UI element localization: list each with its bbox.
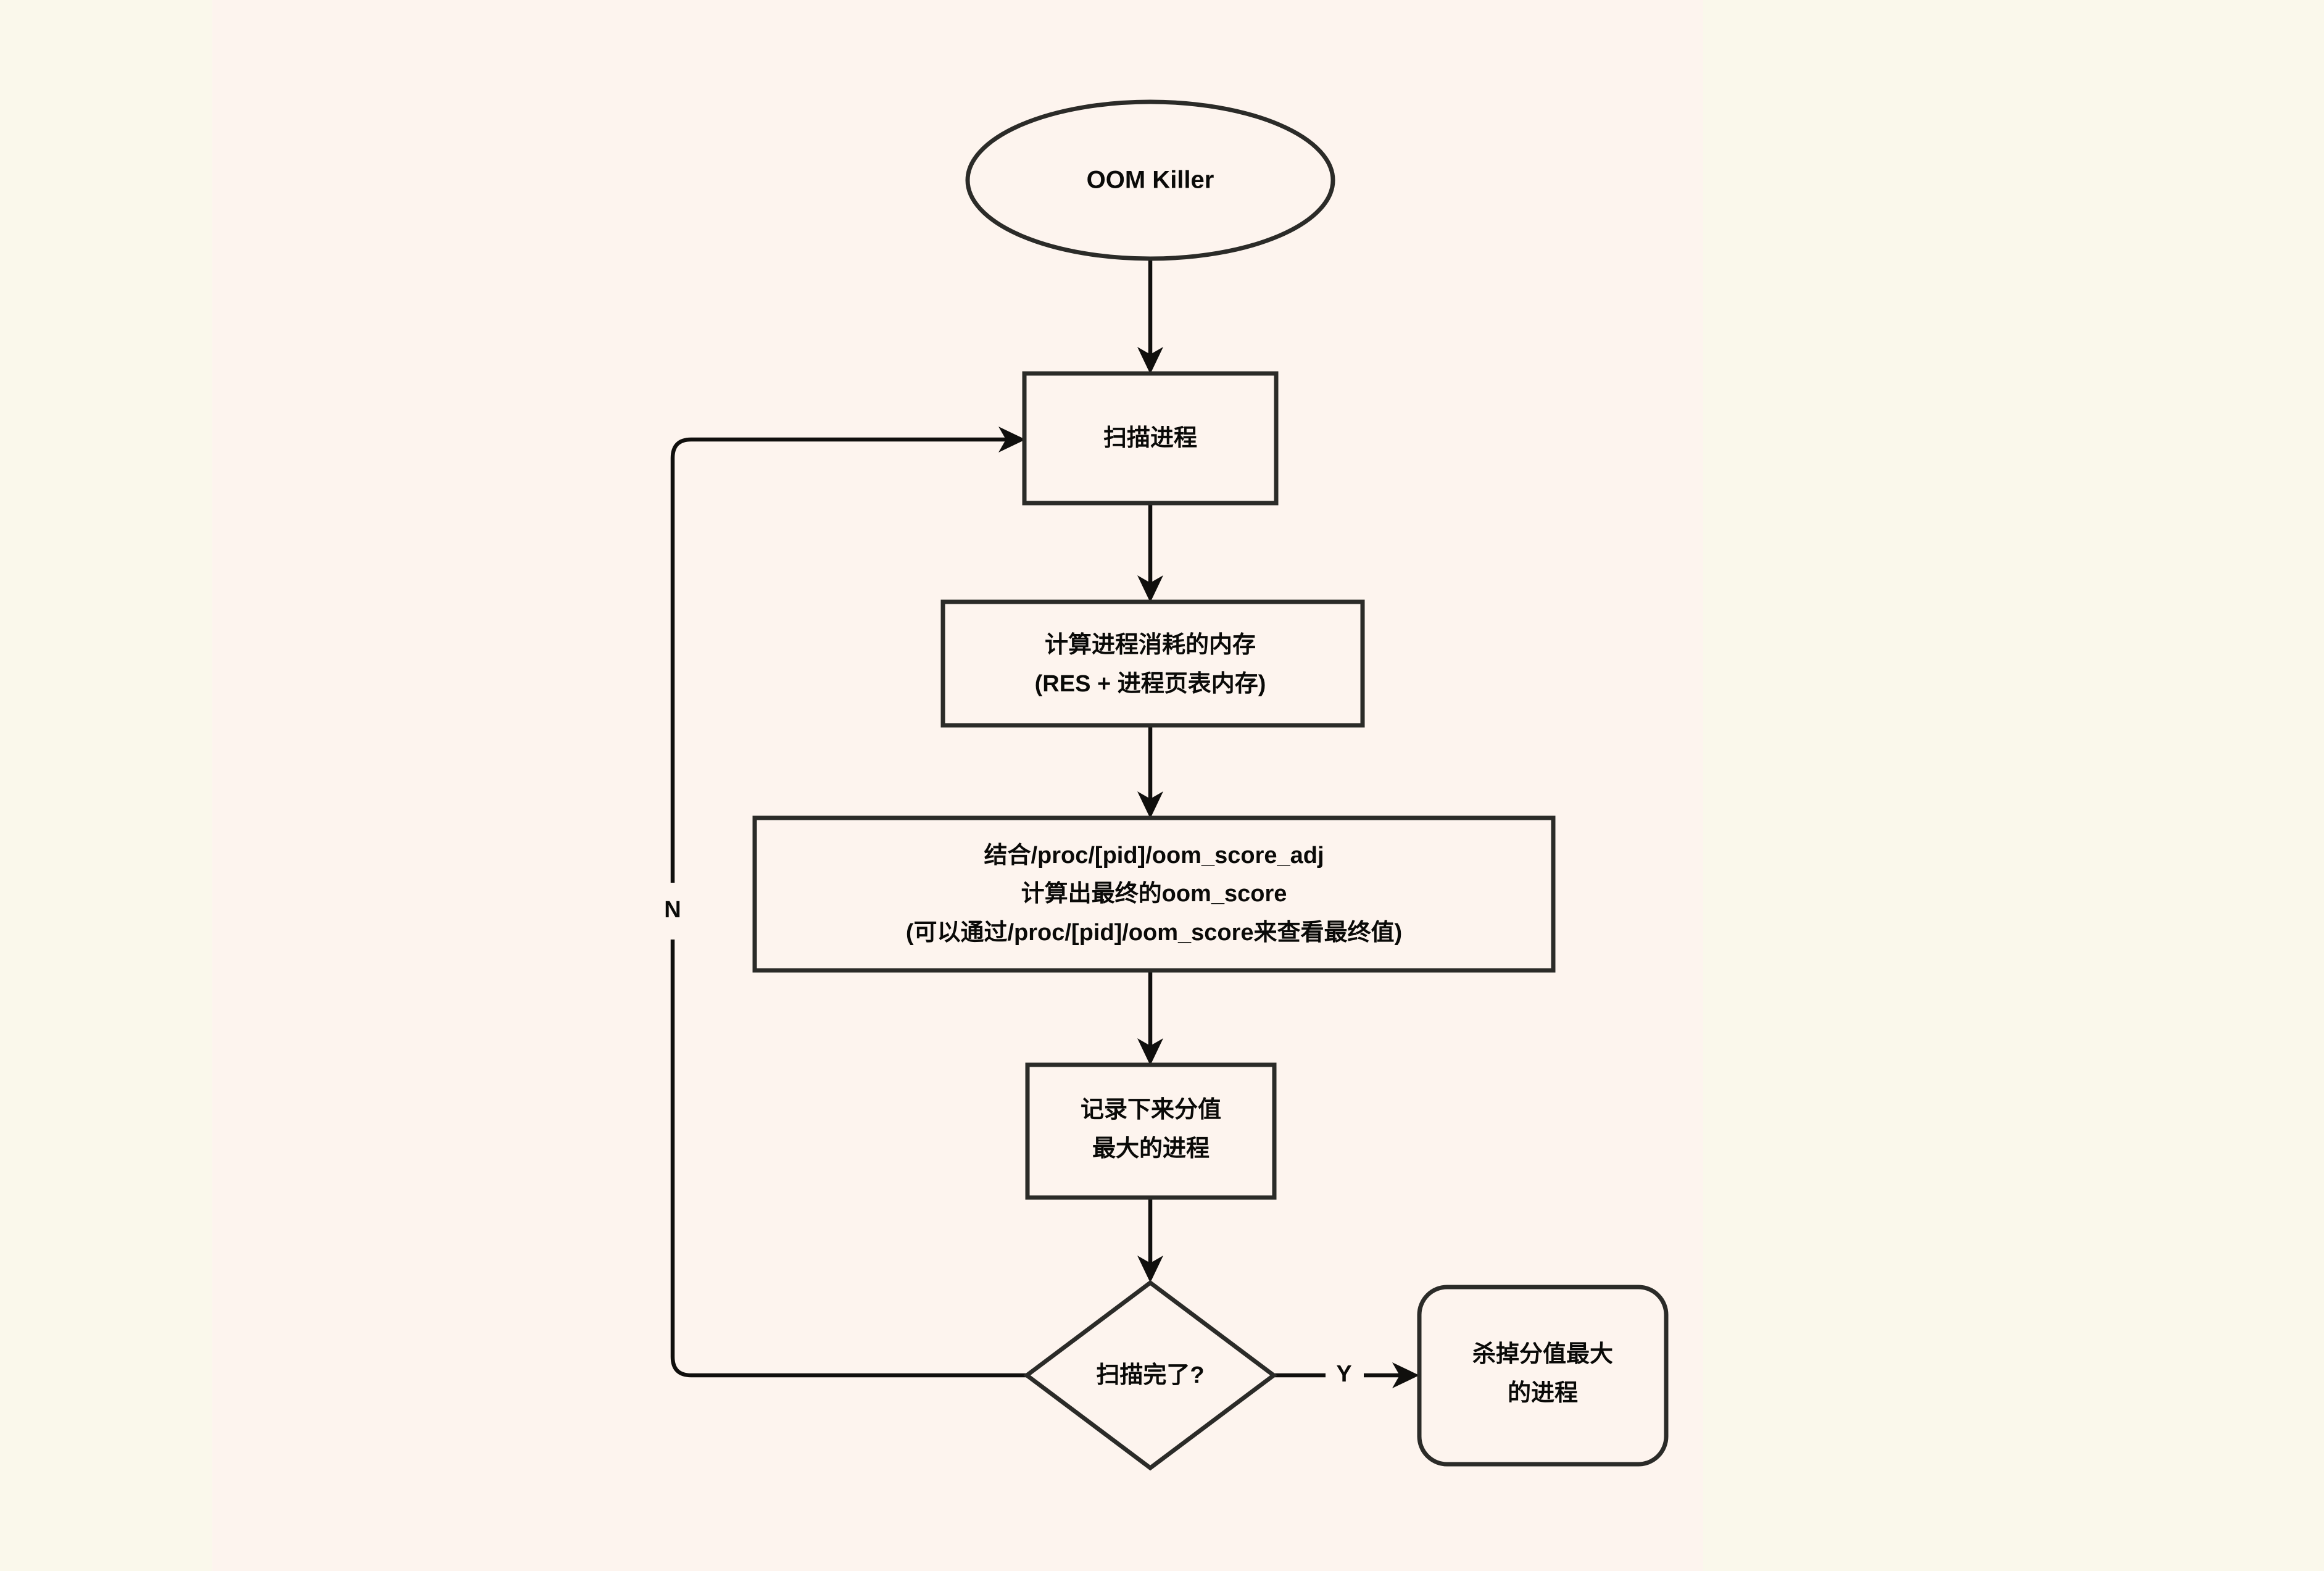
- arrow-head-icon: [1137, 1256, 1163, 1283]
- node-label-start: OOM Killer: [1087, 167, 1214, 194]
- edge-scan-to-calcmem: [1137, 503, 1163, 602]
- edge-calcscore-to-record: [1137, 970, 1163, 1065]
- arrow-head-icon: [998, 427, 1026, 452]
- edge-label-no: N: [664, 897, 681, 923]
- edge-decision-to-kill: Y: [1274, 1361, 1419, 1388]
- edge-label-yes: Y: [1336, 1361, 1351, 1387]
- arrow-head-icon: [1137, 1038, 1163, 1065]
- node-label-decision: 扫描完了?: [1096, 1362, 1204, 1388]
- node-label-kill-line2: 的进程: [1508, 1380, 1578, 1406]
- node-label-calcscore-line3: (可以通过/proc/[pid]/oom_score来查看最终值): [906, 920, 1402, 946]
- arrow-head-icon: [1137, 347, 1163, 374]
- node-label-calcmem-line2: (RES + 进程页表内存): [1035, 671, 1266, 697]
- arrow-head-icon: [1392, 1362, 1419, 1388]
- edge-calcmem-to-calcscore: [1137, 725, 1163, 819]
- edge-start-to-scan: [1137, 259, 1163, 374]
- node-label-calcscore-line1: 结合/proc/[pid]/oom_score_adj: [984, 843, 1324, 869]
- node-record-highest-score-process[interactable]: 记录下来分值 最大的进程: [1025, 1062, 1277, 1200]
- node-oom-killer-start[interactable]: OOM Killer: [965, 99, 1335, 261]
- node-scan-finished-decision[interactable]: 扫描完了?: [1023, 1280, 1277, 1471]
- node-label-record-line1: 记录下来分值: [1081, 1097, 1221, 1123]
- arrow-head-icon: [1137, 791, 1163, 819]
- node-calculate-memory[interactable]: 计算进程消耗的内存 (RES + 进程页表内存): [940, 599, 1365, 728]
- node-calculate-oom-score[interactable]: 结合/proc/[pid]/oom_score_adj 计算出最终的oom_sc…: [752, 815, 1556, 973]
- edge-record-to-decision: [1137, 1198, 1163, 1283]
- node-kill-highest-score-process[interactable]: 杀掉分值最大 的进程: [1417, 1285, 1669, 1467]
- node-label-kill-line1: 杀掉分值最大: [1472, 1341, 1613, 1367]
- node-label-calcscore-line2: 计算出最终的oom_score: [1021, 881, 1287, 907]
- edge-decision-to-scan-loop: N: [664, 427, 1027, 1378]
- node-label-scan: 扫描进程: [1103, 425, 1197, 451]
- arrow-head-icon: [1137, 575, 1163, 602]
- node-label-record-line2: 最大的进程: [1092, 1136, 1210, 1162]
- node-label-calcmem-line1: 计算进程消耗的内存: [1045, 632, 1256, 658]
- node-scan-processes[interactable]: 扫描进程: [1022, 371, 1279, 506]
